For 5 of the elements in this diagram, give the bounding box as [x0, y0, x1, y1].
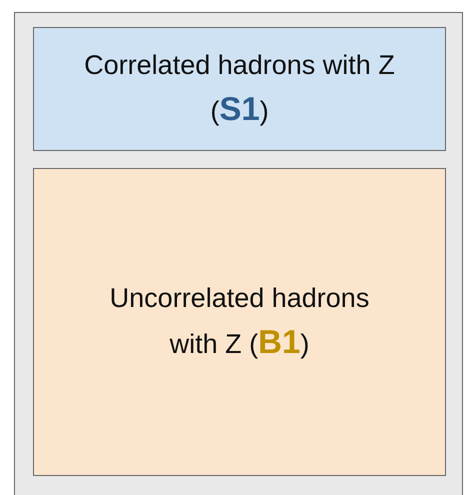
- category-label: Uncorrelated hadrons with Z (B1): [108, 282, 370, 362]
- category-box: [33, 168, 446, 476]
- container-box: [14, 12, 463, 495]
- category-label: Correlated hadrons with Z (S1): [83, 48, 396, 129]
- category-box: [33, 27, 446, 151]
